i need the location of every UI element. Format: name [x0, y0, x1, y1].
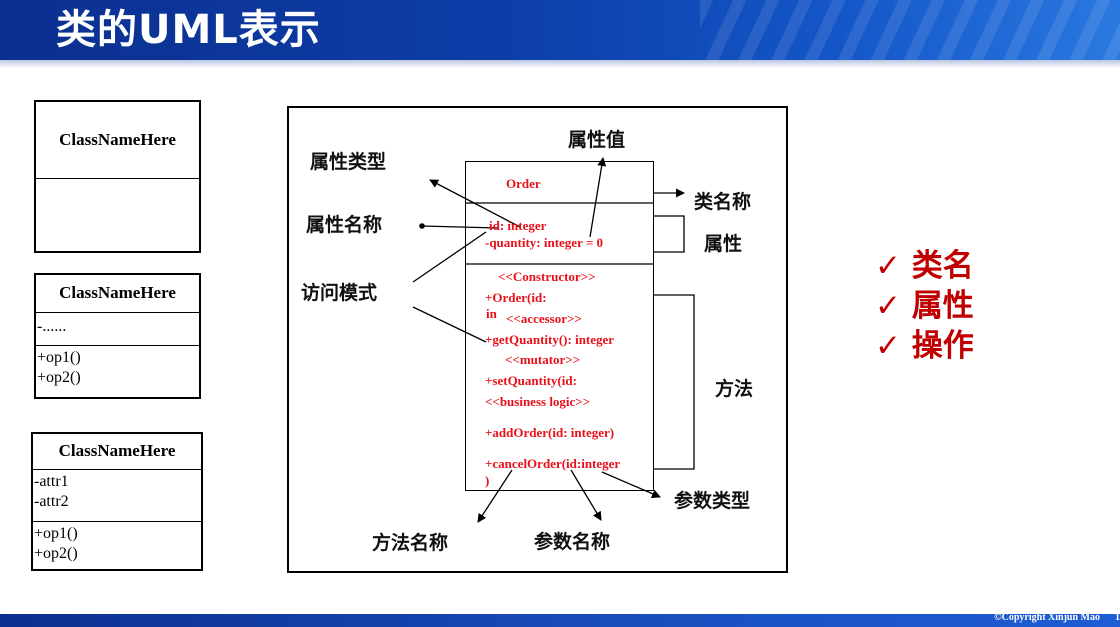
- label-attr-name: 属性名称: [306, 214, 383, 236]
- title-bar-shadow: [0, 60, 1120, 68]
- attribute-bracket: [654, 215, 685, 253]
- attr-name-line: [421, 225, 499, 229]
- label-access-mode: 访问模式: [301, 282, 378, 304]
- method-bracket: [654, 294, 695, 470]
- order-stereotype: <<accessor>>: [506, 311, 582, 326]
- class-name: ClassNameHere: [36, 102, 199, 179]
- checklist-item: ✓ 属性: [875, 280, 974, 325]
- label-attr-type: 属性类型: [310, 151, 387, 173]
- class-operations: +op1() +op2(): [36, 346, 199, 388]
- checklist-text: 类名: [911, 248, 974, 284]
- order-stereotype: <<mutator>>: [505, 352, 581, 367]
- operation-line: +op1(): [37, 349, 81, 366]
- slide-title: 类的UML表示: [56, 7, 321, 53]
- label-param-type: 参数类型: [674, 490, 751, 512]
- method-name-arrow: [477, 469, 513, 523]
- checklist-item: ✓ 类名: [875, 240, 974, 285]
- order-stereotype: <<business logic>>: [485, 394, 591, 409]
- diagram-frame: [287, 106, 788, 573]
- order-class-name: Order: [506, 176, 541, 191]
- class-attributes: -......: [36, 313, 199, 346]
- title-bar: [0, 0, 1120, 60]
- copyright-text: ©Copyright Xinjun Mao 1: [994, 612, 1120, 623]
- class-name: ClassNameHere: [33, 434, 201, 470]
- attr-value-arrow: [589, 157, 607, 238]
- checklist-text: 属性: [911, 288, 974, 324]
- order-operation: ): [485, 473, 490, 488]
- label-method-name: 方法名称: [372, 532, 449, 554]
- order-class-box: [465, 161, 654, 491]
- order-operation: in: [486, 306, 497, 321]
- class-box-detailed: ClassNameHere -attr1 -attr2 +op1() +op2(…: [31, 432, 203, 571]
- order-operation: +addOrder(id: integer): [485, 425, 615, 440]
- class-box-empty: ClassNameHere: [34, 100, 201, 253]
- check-icon: ✓: [875, 288, 901, 324]
- operation-line: +op1(): [34, 525, 78, 542]
- checklist-item: ✓ 操作: [875, 320, 974, 365]
- checklist-text: 操作: [911, 328, 974, 364]
- access-mode-line: [412, 306, 487, 343]
- order-operation: +Order(id:: [485, 290, 547, 305]
- attribute-line: -attr1: [34, 473, 69, 490]
- label-class-name: 类名称: [694, 191, 752, 213]
- access-mode-line: [412, 231, 487, 283]
- label-attribute: 属性: [704, 233, 743, 255]
- copyright-label: ©Copyright Xinjun Mao: [994, 612, 1100, 623]
- class-attributes: -attr1 -attr2: [33, 470, 201, 522]
- label-method: 方法: [715, 378, 754, 400]
- footer-bar: [0, 614, 1120, 627]
- title-bar-decoration: [700, 0, 1120, 60]
- attribute-line: -attr2: [34, 493, 69, 510]
- attribute-line: -......: [37, 318, 67, 335]
- order-attribute: id: integer: [489, 218, 547, 233]
- order-attribute: -quantity: integer = 0: [485, 235, 604, 250]
- operation-line: +op2(): [37, 369, 81, 386]
- check-icon: ✓: [875, 328, 901, 364]
- attr-name-dot: [419, 223, 425, 229]
- order-stereotype: <<Constructor>>: [498, 269, 596, 284]
- order-operation: +setQuantity(id:: [485, 373, 577, 388]
- order-operation: +getQuantity(): integer: [485, 332, 615, 347]
- param-type-arrow: [601, 471, 661, 498]
- class-name: ClassNameHere: [36, 275, 199, 313]
- page-number: 1: [1115, 612, 1120, 623]
- class-operations: +op1() +op2(): [33, 522, 201, 564]
- label-param-name: 参数名称: [534, 531, 611, 553]
- operation-line: +op2(): [34, 545, 78, 562]
- order-operation: +cancelOrder(id:integer: [485, 456, 621, 471]
- param-name-arrow: [570, 469, 602, 521]
- label-attr-value: 属性值: [568, 129, 626, 151]
- class-box-generic: ClassNameHere -...... +op1() +op2(): [34, 273, 201, 399]
- check-icon: ✓: [875, 248, 901, 284]
- attr-type-arrow: [429, 179, 521, 228]
